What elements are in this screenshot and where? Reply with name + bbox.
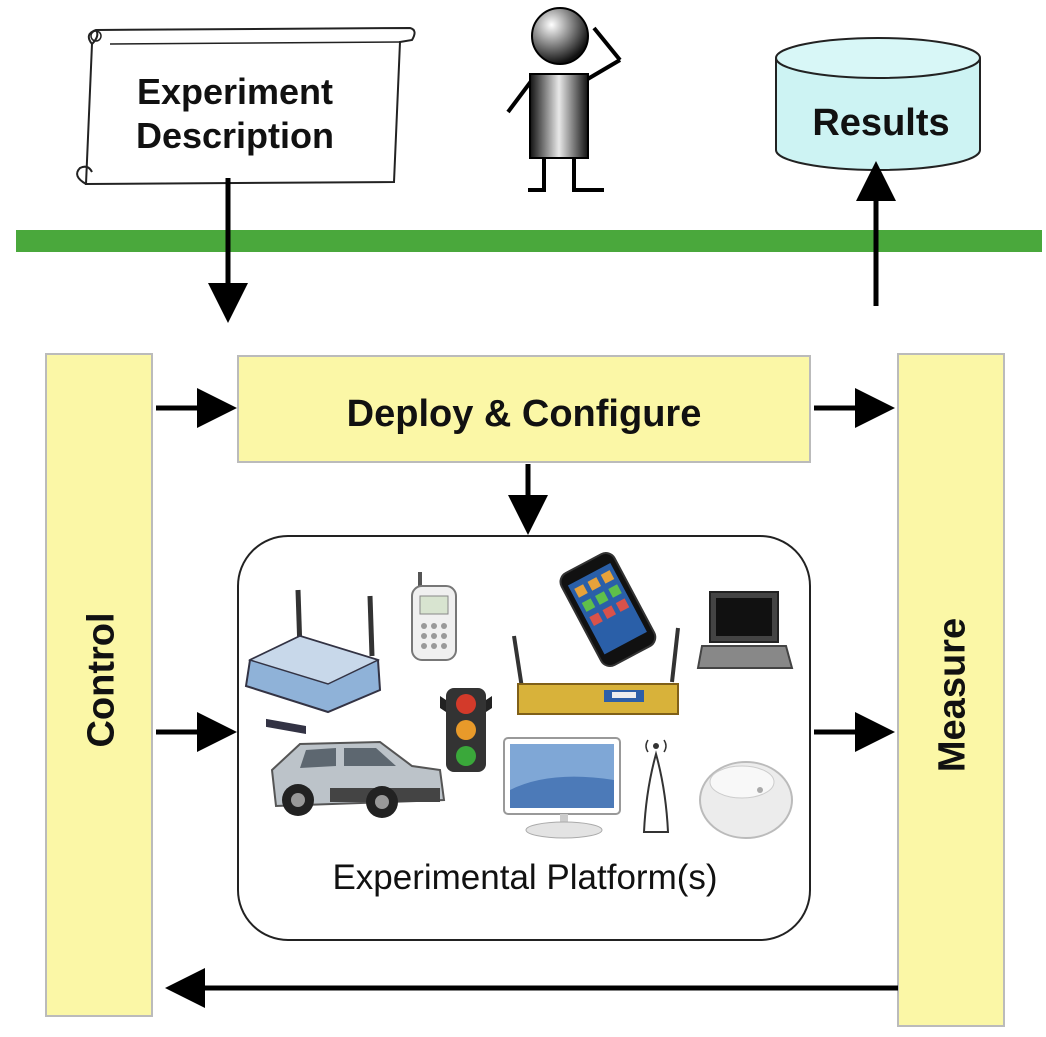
scroll-icon (76, 26, 416, 186)
database-icon (775, 37, 981, 171)
cell-phone-icon (411, 572, 457, 661)
results-label: Results (812, 102, 950, 144)
deploy-configure-box (237, 355, 811, 463)
experimental-platform-label: Experimental Platform(s) (332, 858, 718, 897)
measure-label: Measure (931, 617, 974, 773)
wifi-router-icon (244, 589, 382, 734)
antenna-icon (642, 739, 670, 833)
car-icon (270, 740, 446, 818)
sensor-icon (699, 761, 793, 839)
control-panel (45, 353, 153, 1017)
orbit-node-icon (512, 627, 680, 715)
experiment-label-line1: Experiment (136, 71, 334, 112)
experiment-description-label: Experiment Description (100, 70, 370, 158)
monitor-icon (503, 737, 621, 839)
traffic-light-icon (440, 688, 492, 772)
laptop-icon (696, 591, 794, 669)
network-bus (16, 230, 1042, 252)
deploy-configure-label: Deploy & Configure (346, 393, 702, 435)
measure-panel (897, 353, 1005, 1027)
smartphone-icon (559, 552, 657, 668)
person-icon (506, 7, 622, 192)
control-label: Control (80, 612, 123, 748)
experiment-label-line2: Description (135, 115, 335, 156)
